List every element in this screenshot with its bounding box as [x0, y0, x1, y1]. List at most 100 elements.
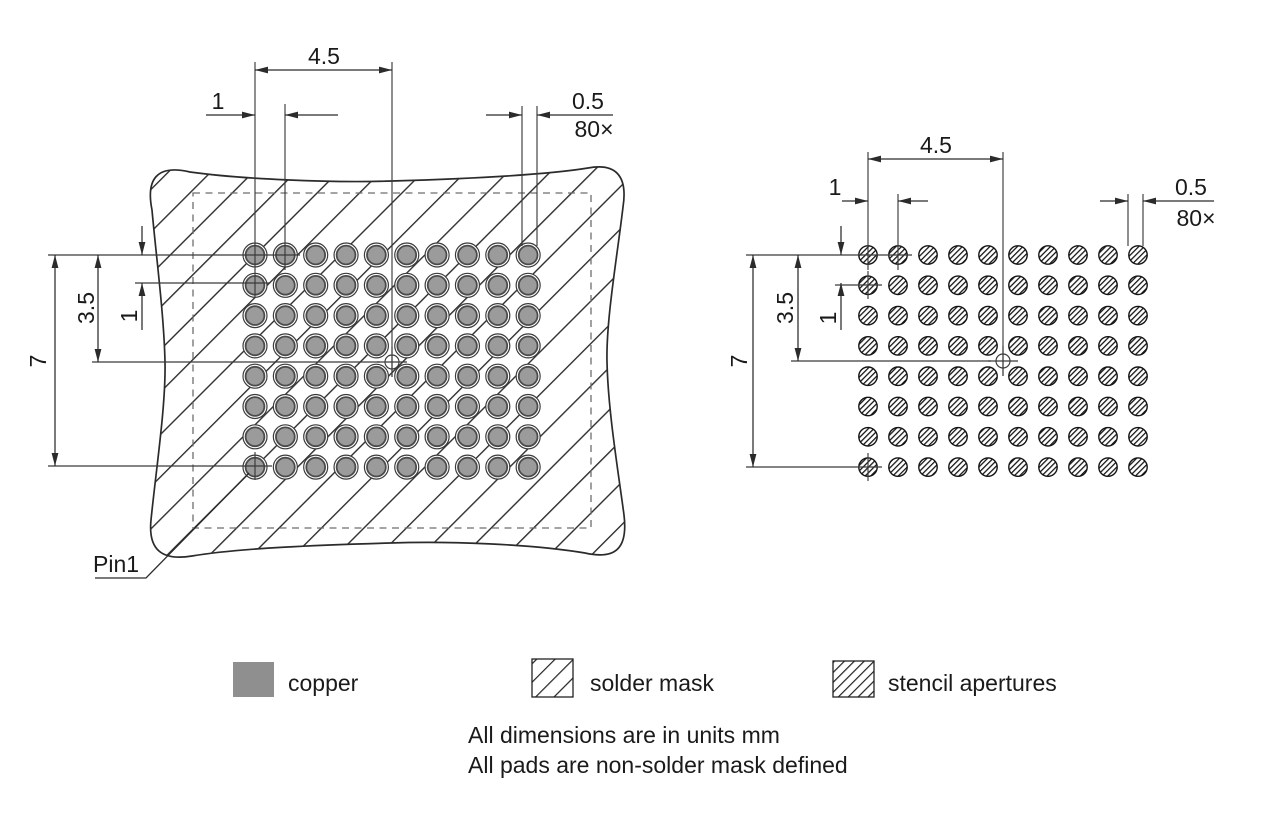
- stencil-aperture: [948, 396, 968, 417]
- copper-pad: [366, 305, 387, 326]
- copper-pad: [366, 335, 387, 357]
- copper-pad: [275, 426, 296, 448]
- stencil-aperture: [918, 457, 938, 477]
- copper-pad: [244, 335, 266, 357]
- stencil-aperture: [888, 457, 908, 477]
- copper-pad: [487, 426, 509, 448]
- stencil-aperture: [1008, 366, 1028, 387]
- stencil-aperture-view: 4.5 1 0.5 80× 7 3.5: [726, 132, 1216, 481]
- copper-pad: [275, 274, 296, 296]
- copper-pad: [335, 396, 357, 417]
- dim-center-y-left: 3.5: [73, 255, 102, 362]
- stencil-aperture: [1038, 426, 1058, 447]
- stencil-aperture: [1038, 366, 1058, 387]
- copper-pad: [517, 365, 539, 387]
- stencil-aperture: [1038, 245, 1058, 265]
- stencil-aperture: [978, 305, 998, 326]
- stencil-aperture: [1008, 305, 1028, 326]
- stencil-aperture: [978, 426, 998, 447]
- copper-pad: [335, 305, 357, 326]
- copper-pad: [517, 244, 539, 266]
- stencil-aperture: [978, 366, 998, 387]
- dim-count-label: 80×: [574, 116, 613, 142]
- copper-pad: [426, 335, 448, 357]
- copper-pad: [426, 396, 448, 417]
- dim-label: 3.5: [73, 292, 99, 324]
- stencil-aperture: [918, 396, 938, 417]
- stencil-aperture: [948, 305, 968, 326]
- copper-pad: [487, 244, 509, 266]
- copper-pad: [305, 305, 327, 326]
- stencil-aperture: [1098, 366, 1118, 387]
- stencil-aperture: [1098, 305, 1118, 326]
- copper-pad: [396, 456, 418, 478]
- copper-pad: [396, 365, 418, 387]
- stencil-aperture: [918, 366, 938, 387]
- copper-pad: [305, 456, 327, 478]
- stencil-aperture: [1098, 275, 1118, 296]
- stencil-aperture: [858, 366, 878, 387]
- copper-pad: [305, 335, 327, 357]
- copper-pad: [487, 305, 509, 326]
- copper-pad: [517, 456, 539, 478]
- copper-pad: [305, 396, 327, 417]
- copper-pad: [335, 335, 357, 357]
- stencil-aperture: [888, 426, 908, 447]
- stencil-aperture: [1128, 457, 1148, 477]
- stencil-aperture: [1128, 396, 1148, 417]
- copper-pad: [487, 335, 509, 357]
- stencil-aperture: [918, 426, 938, 447]
- dim-label: 1: [829, 174, 842, 200]
- stencil-aperture: [948, 275, 968, 296]
- dimensions-right: 4.5 1 0.5 80× 7 3.5: [726, 132, 1216, 481]
- stencil-aperture: [1068, 245, 1088, 265]
- component-outline-dashed: [192, 192, 592, 529]
- copper-pad: [487, 456, 509, 478]
- legend-item-solder-mask: solder mask: [531, 658, 714, 698]
- stencil-aperture: [1098, 335, 1118, 356]
- copper-pad: [457, 305, 478, 326]
- stencil-aperture: [888, 305, 908, 326]
- stencil-aperture: [1038, 457, 1058, 477]
- copper-pad: [305, 244, 327, 266]
- dim-label: 4.5: [308, 43, 340, 69]
- dim-label: 4.5: [920, 132, 952, 158]
- stencil-aperture: [1128, 426, 1148, 447]
- stencil-aperture: [1128, 366, 1148, 387]
- copper-pad: [275, 456, 296, 478]
- copper-pad: [366, 426, 387, 448]
- stencil-aperture: [1068, 275, 1088, 296]
- stencil-aperture: [1098, 245, 1118, 265]
- stencil-aperture: [948, 245, 968, 265]
- stencil-aperture: [948, 335, 968, 356]
- copper-pad: [244, 305, 266, 326]
- note-nsmd: All pads are non-solder mask defined: [468, 752, 848, 778]
- center-mark-left: [377, 347, 407, 377]
- copper-pad: [517, 274, 539, 296]
- stencil-aperture: [918, 335, 938, 356]
- legend-solder-mask-label: solder mask: [590, 670, 714, 696]
- legend-stencil-label: stencil apertures: [888, 670, 1057, 696]
- stencil-aperture: [1098, 396, 1118, 417]
- copper-pad: [426, 365, 448, 387]
- stencil-aperture: [888, 366, 908, 387]
- copper-pad: [517, 426, 539, 448]
- copper-pad: [487, 396, 509, 417]
- copper-pad: [366, 396, 387, 417]
- copper-pad: [244, 365, 266, 387]
- copper-pad: [426, 426, 448, 448]
- stencil-aperture: [1038, 396, 1058, 417]
- stencil-aperture: [978, 457, 998, 477]
- copper-pad: [457, 456, 478, 478]
- copper-swatch: [233, 662, 274, 697]
- copper-pad: [517, 305, 539, 326]
- stencil-aperture: [858, 305, 878, 326]
- stencil-aperture: [1098, 426, 1118, 447]
- dim-label: 3.5: [772, 292, 798, 324]
- copper-pad: [517, 396, 539, 417]
- stencil-aperture: [888, 335, 908, 356]
- pin1-callout: Pin1: [93, 472, 250, 579]
- dim-label: 0.5: [1175, 174, 1207, 200]
- stencil-aperture: [1038, 305, 1058, 326]
